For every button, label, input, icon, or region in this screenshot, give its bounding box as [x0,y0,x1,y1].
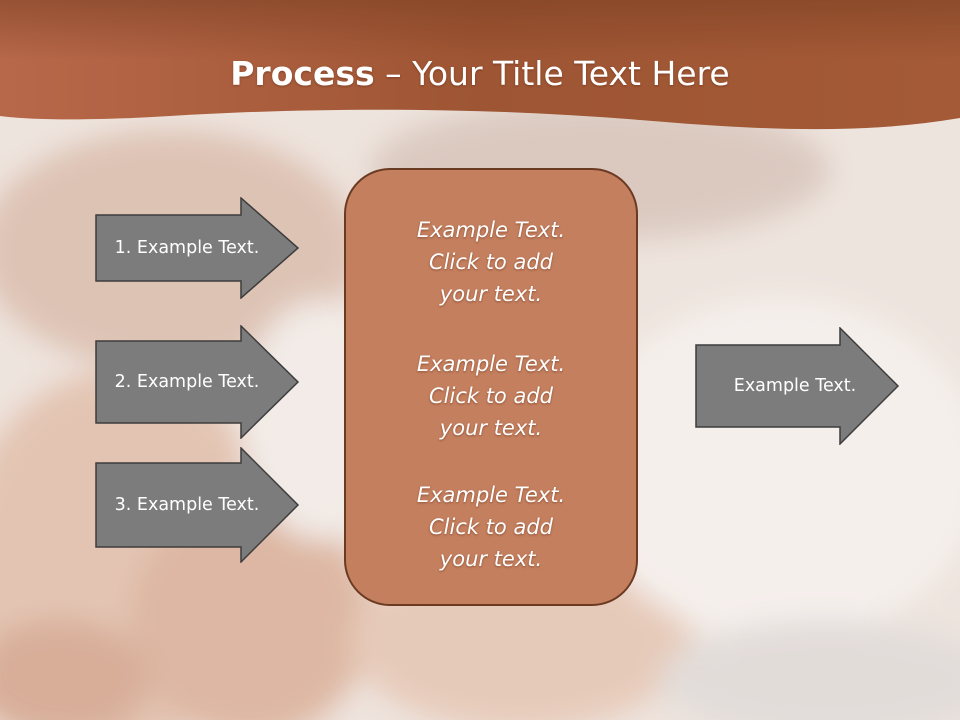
process-arrow-2[interactable]: 2. Example Text. [95,325,300,439]
slide-title: Process – Your Title Text Here [0,52,960,96]
content-block-1[interactable]: Example Text. Click to add your text. [346,214,636,310]
block-line: Click to add [428,515,553,539]
center-content-box[interactable]: Example Text. Click to add your text. Ex… [344,168,638,606]
block-line: Click to add [428,384,553,408]
arrow-right-shape [695,327,900,445]
block-line: Example Text. [416,218,566,242]
arrow-label: 3. Example Text. [114,495,260,515]
arrow-right-shape [95,197,300,299]
block-line: your text. [439,416,543,440]
arrow-label: Example Text. [733,376,857,396]
block-line: Example Text. [416,352,566,376]
process-arrow-3[interactable]: 3. Example Text. [95,447,300,563]
process-arrow-1[interactable]: 1. Example Text. [95,197,300,299]
arrow-label: 2. Example Text. [114,372,260,392]
block-line: your text. [439,547,543,571]
block-line: Click to add [428,250,553,274]
content-block-2[interactable]: Example Text. Click to add your text. [346,348,636,444]
arrow-label: 1. Example Text. [114,238,260,258]
title-bold: Process [230,54,375,93]
content-block-3[interactable]: Example Text. Click to add your text. [346,479,636,575]
title-rest: – Your Title Text Here [374,54,730,93]
arrow-right-shape [95,325,300,439]
arrow-right-shape [95,447,300,563]
result-arrow[interactable]: Example Text. [695,327,900,445]
block-line: Example Text. [416,483,566,507]
block-line: your text. [439,282,543,306]
